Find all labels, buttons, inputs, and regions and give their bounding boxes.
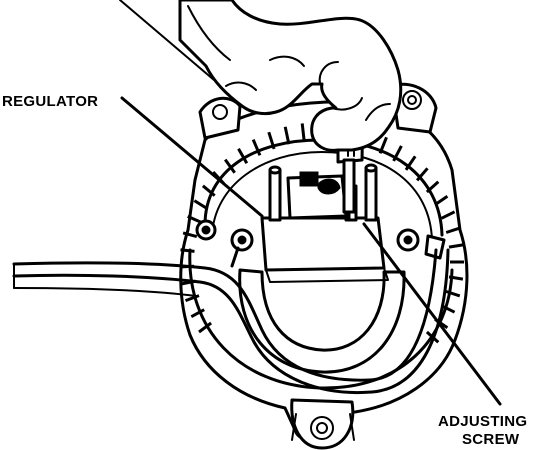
cooling-fin (182, 231, 198, 239)
cooling-fin (415, 167, 429, 182)
adjusting-screw-leader-line (362, 222, 502, 406)
cooling-fin (190, 308, 205, 319)
terminal-nuts (195, 219, 446, 260)
leader-lines (119, 0, 502, 406)
regulator-body (260, 163, 389, 283)
adjusting-label-line2: SCREW (462, 431, 520, 448)
regulator-leader-line (120, 96, 264, 218)
top-pointer-line (119, 0, 215, 81)
u-shaped-cover (238, 268, 406, 374)
cooling-fin (445, 226, 461, 234)
cooling-fin (180, 248, 195, 253)
cooling-fin (223, 158, 236, 174)
cooling-fin (440, 210, 456, 220)
cooling-fin (193, 199, 208, 210)
cooling-fin (448, 243, 464, 249)
cooling-fin (187, 215, 202, 224)
regulator-label: REGULATOR (2, 93, 98, 110)
cooling-fin (198, 321, 212, 334)
wire-harness (12, 246, 450, 395)
cooling-fin (300, 123, 306, 142)
cooling-fin (237, 147, 249, 165)
cooling-fin (201, 184, 216, 197)
adjusting-label-line1: ADJUSTING (438, 413, 527, 430)
cooling-fin (251, 139, 262, 156)
hand-holding-screwdriver (178, 0, 403, 152)
bottom-mount-boss (290, 398, 355, 450)
